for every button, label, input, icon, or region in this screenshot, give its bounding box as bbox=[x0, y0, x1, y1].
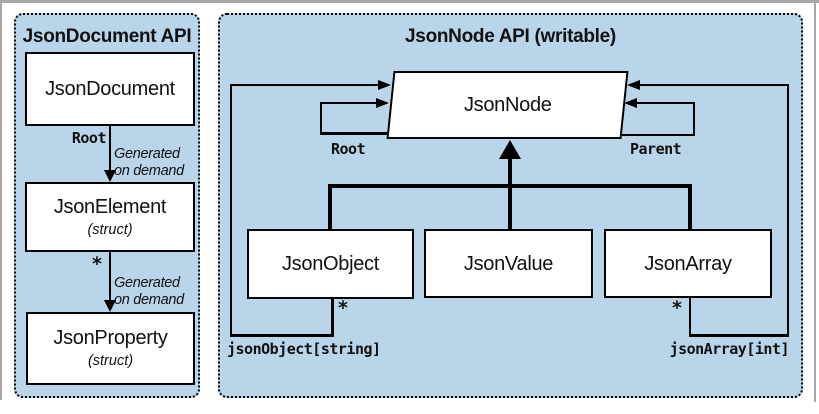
inheritance-stub-object bbox=[327, 183, 333, 230]
jsonelement-node: JsonElement (struct) bbox=[25, 182, 195, 252]
jsonproperty-node-label: JsonProperty bbox=[53, 327, 168, 349]
jsonelement-struct-label: (struct) bbox=[87, 221, 133, 238]
parent-loop-line-bottom bbox=[621, 133, 695, 137]
root-loop-line-top bbox=[319, 101, 378, 105]
generated-note-1: Generated on demand bbox=[114, 146, 184, 179]
jsonvalue-node: JsonValue bbox=[424, 229, 593, 298]
jsonarray-node-label: JsonArray bbox=[644, 252, 732, 275]
jsonobject-indexer-label: jsonObject[string] bbox=[227, 340, 381, 358]
object-indexer-line-left bbox=[229, 83, 233, 337]
array-indexer-line-bottom bbox=[688, 334, 789, 337]
object-indexer-line-bottom bbox=[229, 334, 334, 337]
array-indexer-arrowhead-icon bbox=[626, 79, 640, 90]
parent-loop-arrowhead-icon bbox=[624, 97, 637, 108]
root-loop-label: Root bbox=[331, 140, 366, 158]
parent-loop-line-right bbox=[692, 101, 695, 137]
jsonobject-node: JsonObject bbox=[247, 229, 414, 299]
jsondocument-api-title: JsonDocument API bbox=[22, 26, 192, 47]
jsonarray-node: JsonArray bbox=[604, 229, 772, 298]
jsonarray-indexer-label: jsonArray[int] bbox=[669, 340, 790, 358]
root-edge-line bbox=[108, 126, 112, 172]
jsonproperty-struct-label: (struct) bbox=[87, 353, 134, 369]
inheritance-crossbar-line bbox=[327, 183, 693, 188]
object-indexer-line-top bbox=[229, 83, 380, 87]
jsondocument-node: JsonDocument bbox=[25, 52, 195, 126]
root-loop-arrowhead-icon bbox=[376, 97, 389, 108]
array-indexer-line-stub bbox=[688, 298, 692, 337]
parent-loop-label: Parent bbox=[630, 140, 682, 158]
generated-note-2: Generated on demand bbox=[114, 275, 184, 308]
root-edge-label: Root bbox=[71, 129, 107, 147]
root-edge-arrowhead-icon bbox=[103, 170, 116, 182]
jsonnode-api-title: JsonNode API (writable) bbox=[405, 26, 616, 47]
inheritance-stub-array bbox=[687, 183, 693, 230]
element-property-multiplicity: * bbox=[91, 253, 103, 275]
object-indexer-line-stub bbox=[331, 298, 334, 337]
jsonvalue-node-label: JsonValue bbox=[463, 252, 554, 275]
parent-loop-line-top bbox=[634, 101, 695, 105]
jsonobject-multiplicity: * bbox=[337, 297, 349, 319]
inheritance-arrowhead-icon bbox=[498, 140, 521, 159]
jsondocument-node-label: JsonDocument bbox=[45, 78, 175, 100]
jsonnode-node-label: JsonNode bbox=[463, 93, 551, 116]
jsonnode-node: JsonNode bbox=[385, 71, 629, 139]
jsonproperty-node: JsonProperty (struct) bbox=[26, 312, 195, 385]
array-indexer-line-top bbox=[637, 83, 789, 87]
property-edge-arrowhead-icon bbox=[103, 300, 116, 312]
property-edge-line bbox=[108, 252, 112, 302]
root-loop-line-bottom bbox=[319, 132, 388, 135]
frame-right-edge bbox=[814, 0, 816, 402]
inheritance-trunk-line bbox=[507, 153, 513, 230]
frame-left-edge bbox=[0, 0, 2, 400]
jsonobject-node-label: JsonObject bbox=[281, 253, 380, 275]
jsonarray-multiplicity: * bbox=[671, 297, 683, 319]
object-indexer-arrowhead-icon bbox=[378, 79, 391, 90]
jsonelement-node-label: JsonElement bbox=[53, 195, 167, 218]
array-indexer-line-right bbox=[786, 83, 789, 337]
frame-top-edge bbox=[0, 0, 819, 3]
root-loop-line-left bbox=[319, 101, 323, 135]
